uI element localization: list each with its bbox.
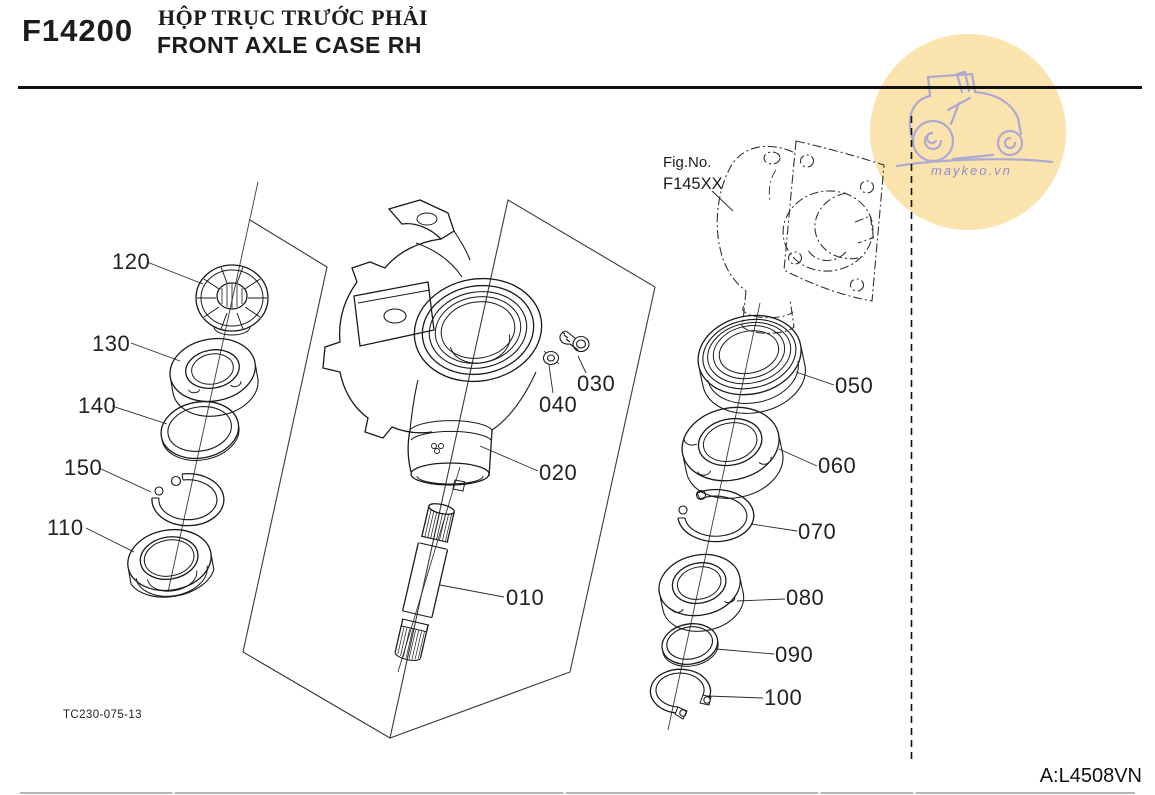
fig-no-label: Fig.No. (663, 154, 712, 171)
part-120-bevel-gear (195, 264, 269, 336)
watermark-circle (870, 34, 1066, 230)
callout-140: 140 (78, 393, 117, 418)
left-assembly-axis (167, 181, 259, 593)
leader-010 (439, 584, 505, 598)
leader-110 (85, 527, 135, 553)
reference-knuckle-case (716, 140, 885, 334)
shaft-assembly-axis (397, 466, 461, 673)
leader-030 (577, 355, 587, 374)
part-150-snap-ring (151, 473, 225, 527)
figure-code: F14200 (22, 13, 134, 48)
callout-100: 100 (764, 685, 803, 710)
leader-150 (98, 467, 152, 493)
callout-020: 020 (539, 460, 578, 485)
leader-130 (130, 342, 181, 362)
leader-fig-no (711, 190, 734, 212)
sheet-code: A:L4508VN (1039, 765, 1142, 787)
leader-140 (111, 405, 168, 425)
leader-040 (548, 364, 554, 394)
watermark-text: maykeo.vn (931, 163, 1012, 178)
leader-020 (479, 445, 539, 472)
part-100-snap-ring (649, 668, 712, 720)
leader-070 (750, 523, 798, 532)
part-130-bearing (169, 337, 259, 417)
part-050-seal (697, 314, 806, 414)
drawing-number: TC230-075-13 (63, 709, 142, 721)
left-group-box (242, 219, 391, 739)
callout-080: 080 (786, 585, 825, 610)
callout-070: 070 (798, 519, 837, 544)
tractor-watermark-icon (895, 70, 1054, 168)
part-140-shim-ring (160, 400, 240, 461)
part-080-bearing (658, 553, 745, 632)
callout-150: 150 (64, 455, 103, 480)
leader-060 (778, 448, 818, 467)
callout-060: 060 (818, 453, 857, 478)
leader-080 (736, 598, 786, 602)
callout-130: 130 (92, 331, 131, 356)
part-030-plug-bolt (559, 330, 590, 353)
part-110-collar-cup (127, 528, 215, 598)
part-020-axle-case (322, 199, 543, 492)
callout-040: 040 (539, 392, 578, 417)
fig-no-value: F145XX (663, 175, 723, 194)
center-group-box (389, 199, 656, 739)
part-040-washer (542, 350, 560, 366)
part-070-snap-ring (677, 488, 755, 543)
footer-rule (20, 792, 1135, 794)
part-010-shaft (394, 503, 455, 661)
part-060-bearing (681, 406, 784, 499)
leader-050 (795, 371, 835, 386)
leader-100 (707, 695, 764, 699)
callout-090: 090 (775, 642, 814, 667)
callout-110: 110 (47, 515, 84, 540)
callout-010: 010 (506, 585, 545, 610)
callout-050: 050 (835, 373, 874, 398)
fig-no-reference: Fig.No. F145XX (663, 153, 723, 196)
callout-120: 120 (112, 249, 151, 274)
page-title-vietnamese: HỘP TRỤC TRƯỚC PHẢI (158, 5, 429, 30)
part-090-shim-ring (661, 623, 719, 667)
leader-090 (715, 648, 775, 655)
header-rule (18, 86, 1142, 89)
callout-030: 030 (577, 371, 616, 396)
page-title-english: FRONT AXLE CASE RH (157, 32, 422, 58)
leader-120 (146, 261, 204, 285)
